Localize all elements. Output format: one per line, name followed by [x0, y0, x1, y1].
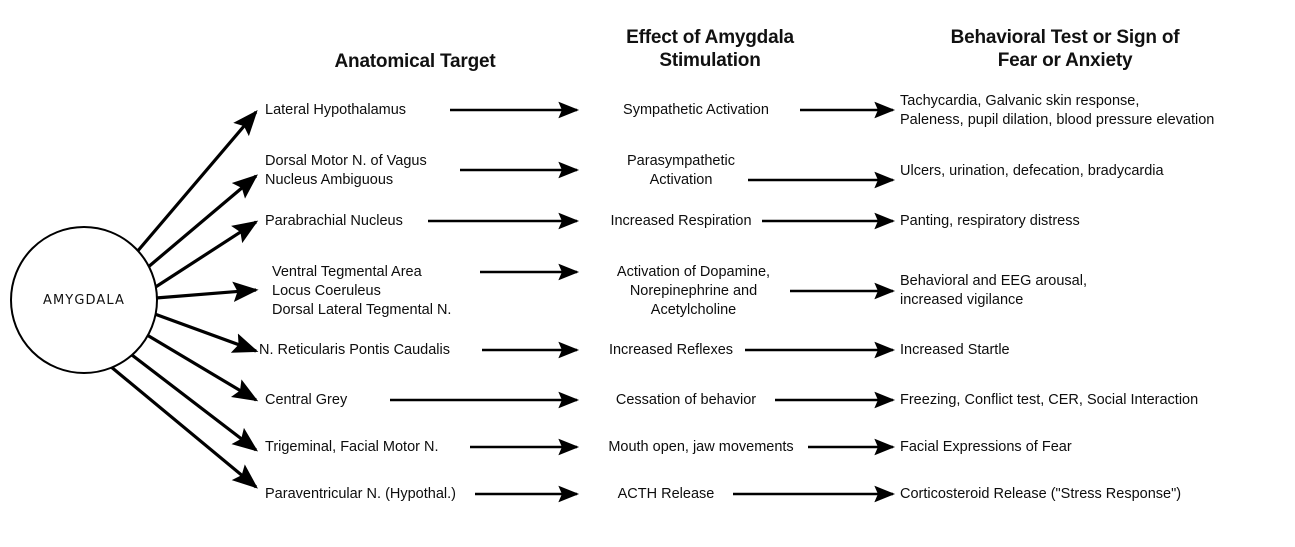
- effect-5: Increased Reflexes: [608, 342, 734, 358]
- behavioral-sign-5: Increased Startle: [900, 342, 1010, 358]
- anatomical-target-5: N. Reticularis Pontis Caudalis: [259, 342, 450, 358]
- fanout-arrow-1: [134, 110, 258, 255]
- effect-3: Increased Respiration: [610, 213, 752, 229]
- amygdala-node-label: AMYGDALA: [42, 292, 126, 308]
- anatomical-target-8: Paraventricular N. (Hypothal.): [265, 486, 456, 502]
- anatomical-target-7: Trigeminal, Facial Motor N.: [265, 439, 439, 455]
- column-header-behavioral-test-or-sign: Behavioral Test or Sign of Fear or Anxie…: [950, 27, 1180, 71]
- behavioral-sign-8: Corticosteroid Release ("Stress Response…: [900, 486, 1182, 502]
- anatomical-target-4: Ventral Tegmental Area Locus Coeruleus D…: [272, 264, 452, 318]
- anatomical-target-2: Dorsal Motor N. of Vagus Nucleus Ambiguo…: [265, 153, 427, 188]
- effect-7: Mouth open, jaw movements: [608, 439, 794, 455]
- column-header-anatomical-target: Anatomical Target: [334, 51, 496, 72]
- effect-6: Cessation of behavior: [615, 392, 757, 408]
- anatomical-target-1: Lateral Hypothalamus: [265, 102, 407, 118]
- effect-2: Parasympathetic Activation: [627, 153, 735, 188]
- behavioral-sign-7: Facial Expressions of Fear: [900, 439, 1072, 455]
- anatomical-target-3: Parabrachial Nucleus: [265, 213, 403, 229]
- column-header-effect-of-amygdala-stimulation: Effect of Amygdala Stimulation: [626, 27, 794, 71]
- fanout-arrow-4: [155, 281, 259, 303]
- fanout-arrow-8: [108, 364, 258, 489]
- behavioral-sign-3: Panting, respiratory distress: [900, 213, 1080, 229]
- fanout-arrow-6: [141, 330, 259, 402]
- fanout-arrow-5: [151, 311, 259, 353]
- behavioral-sign-2: Ulcers, urination, defecation, bradycard…: [900, 163, 1164, 179]
- effect-8: ACTH Release: [617, 486, 715, 502]
- amygdala-node: AMYGDALA: [10, 226, 158, 374]
- fanout-arrow-3: [153, 220, 259, 290]
- fanout-arrow-7: [127, 350, 259, 452]
- fanout-arrow-2: [145, 174, 258, 270]
- effect-1: Sympathetic Activation: [623, 102, 769, 118]
- behavioral-sign-1: Tachycardia, Galvanic skin response, Pal…: [900, 93, 1215, 128]
- anatomical-target-6: Central Grey: [265, 392, 348, 408]
- behavioral-sign-4: Behavioral and EEG arousal, increased vi…: [900, 273, 1087, 308]
- behavioral-sign-6: Freezing, Conflict test, CER, Social Int…: [900, 392, 1199, 408]
- effect-4: Activation of Dopamine, Norepinephrine a…: [616, 264, 771, 318]
